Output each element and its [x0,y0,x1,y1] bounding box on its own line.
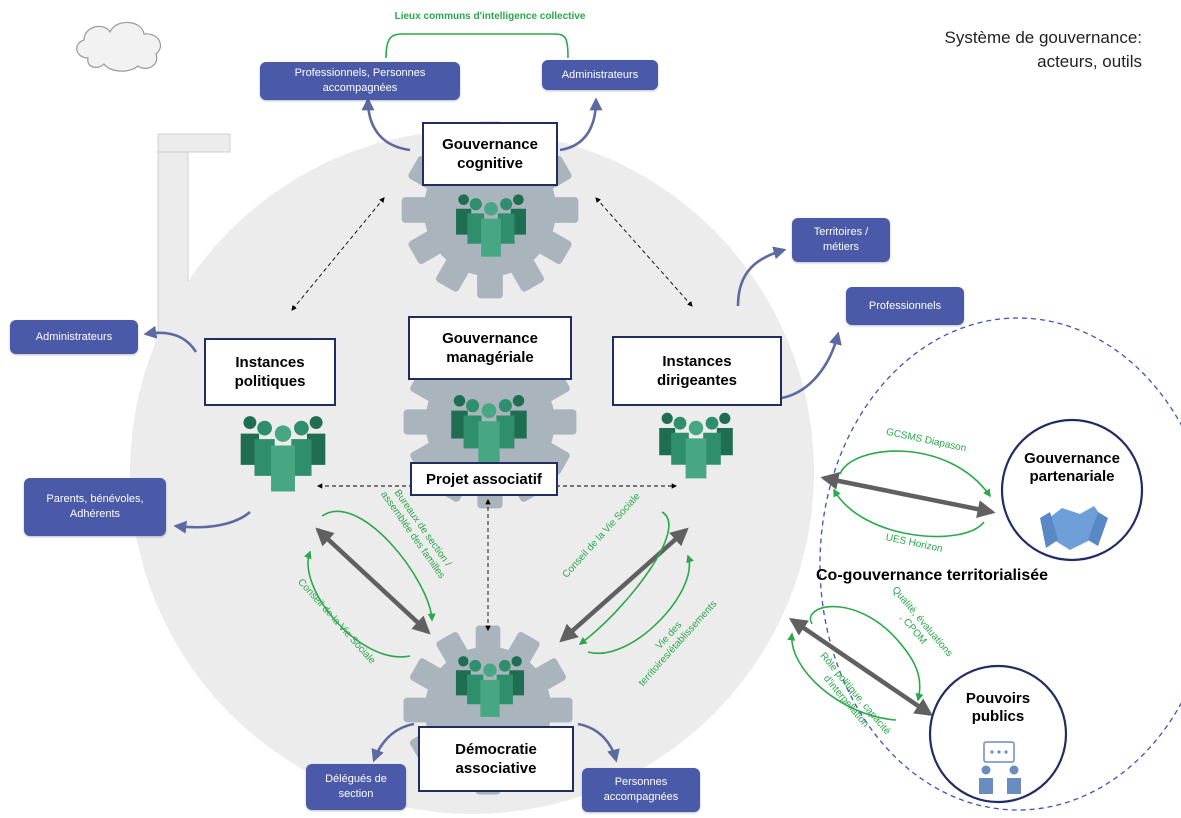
box-instances-politiques: Instances politiques [204,338,336,406]
title-pouvoirs-publics: Pouvoirs publics [965,690,1031,725]
pill-territoires-metiers: Territoires / métiers [792,218,890,262]
dashed-circle [819,317,1181,811]
pill-professionnels-personnes: Professionnels, Personnes accompagnées [260,62,460,100]
box-democratie-associative: Démocratie associative [418,726,574,792]
diagram-title: Système de gouvernance: acteurs, outils [944,28,1142,71]
meeting-icon [979,741,1021,794]
outgoing-arrows [143,97,842,763]
handshake-icon [1040,506,1108,550]
box-instances-dirigeantes: Instances dirigeantes [612,336,782,406]
lieux-communs-label: Lieux communs d'intelligence collective [394,11,586,22]
green-cycle-arrows [303,450,991,721]
cloud-icon [76,21,161,72]
box-gouvernance-manageriale: Gouvernance managériale [408,316,572,380]
title-gouvernance-partenariale: Gouvernance partenariale [1024,450,1120,485]
pouvoirs-publics-circle [928,664,1068,804]
pill-personnes-accompagnees: Personnes accompagnées [582,768,700,812]
thick-arrows [315,472,996,717]
box-projet-associatif: Projet associatif [410,462,558,496]
pill-delegues: Délégués de section [306,764,406,810]
co-gouvernance-label: Co-gouvernance territorialisée [816,567,1049,584]
box-gouvernance-cognitive: Gouvernance cognitive [422,122,558,186]
pill-professionnels-right: Professionnels [846,287,964,325]
pill-administrateurs-left: Administrateurs [10,320,138,354]
pill-parents: Parents, bénévoles, Adhérents [24,478,166,536]
partenariale-circle [1000,418,1144,562]
pill-administrateurs-top: Administrateurs [542,60,658,90]
lieux-communs-bracket [385,33,569,59]
